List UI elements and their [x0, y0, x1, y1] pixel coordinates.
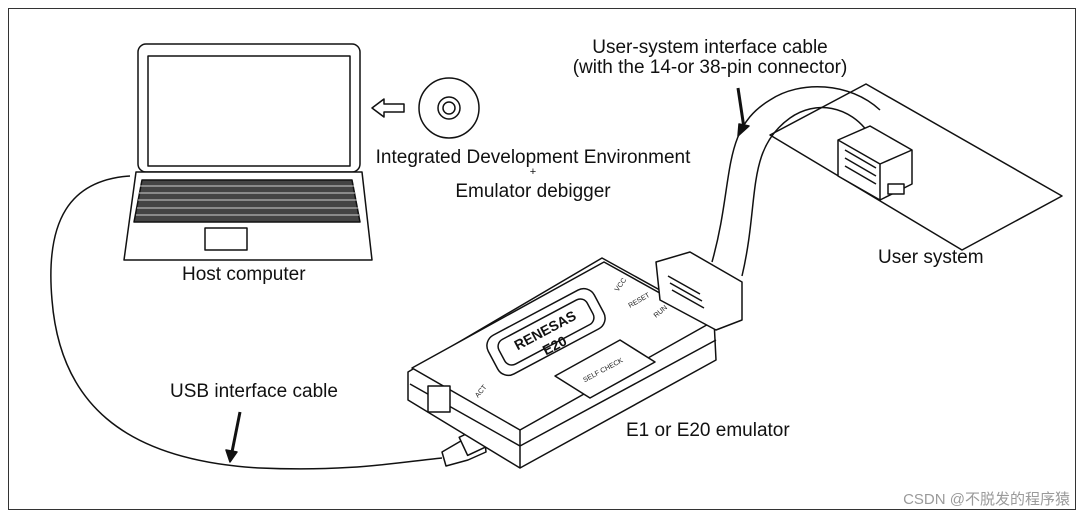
cable-label-line1: User-system interface cable [592, 37, 828, 58]
usb-interface-cable [50, 175, 443, 470]
emulator-device: RENESAS E20 SELF CHECK VCC RESET RUN ACT [407, 251, 743, 469]
host-computer-label: Host computer [182, 264, 306, 285]
connector-icon [837, 125, 913, 201]
ide-label-plus: + [529, 166, 537, 178]
ide-label-line2: Emulator debigger [455, 181, 611, 202]
ide-label-line1: Integrated Development Environment [375, 147, 691, 168]
diagram-frame [8, 8, 1076, 510]
arrow-left-icon [371, 98, 405, 118]
user-system-board [769, 83, 1063, 251]
user-system-label: User system [878, 247, 984, 268]
emulator-label: E1 or E20 emulator [626, 420, 790, 441]
pointer-arrow-icon [230, 411, 242, 453]
usb-cable-label: USB interface cable [170, 381, 338, 402]
user-system-interface-cable [711, 85, 881, 277]
cd-disc-icon [418, 77, 480, 139]
cable-label-line2: (with the 14-or 38-pin connector) [572, 57, 848, 78]
pointer-arrow-icon [736, 87, 746, 129]
watermark: CSDN @不脱发的程序猿 [903, 491, 1070, 508]
laptop-icon [123, 43, 373, 261]
